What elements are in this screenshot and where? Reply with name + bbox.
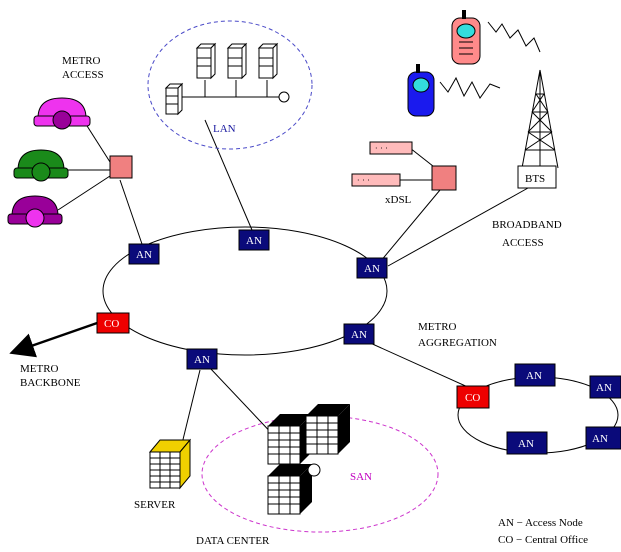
bts-box — [517, 165, 557, 189]
link-xdslbox-an — [379, 189, 441, 263]
radio-signal-2 — [439, 76, 501, 99]
svg-text:AN: AN — [136, 249, 152, 261]
an-node-top: AN — [238, 229, 270, 251]
svg-text:CO: CO — [104, 318, 119, 330]
an-node-right: AN — [356, 257, 388, 279]
legend-co: CO − Central Office — [498, 534, 588, 546]
mobile-phone-blue — [407, 64, 435, 117]
legend-an: AN − Access Node — [498, 517, 583, 529]
an-node-agg-right-top: AN — [589, 375, 621, 399]
san-ellipse — [201, 415, 439, 533]
storage-unit-2 — [305, 404, 350, 455]
mobile-phone-pink — [451, 10, 481, 65]
phone-magenta — [33, 97, 91, 130]
metro-aggregation-label-1: METRO — [418, 321, 457, 333]
an-node-bottom-right: AN — [343, 323, 375, 345]
link-an-san — [209, 367, 279, 441]
svg-text:AN: AN — [194, 354, 210, 366]
metro-ring — [102, 226, 388, 356]
lan-host-1 — [195, 42, 217, 80]
phone-green — [13, 149, 69, 182]
svg-text:AN: AN — [526, 370, 542, 382]
link-accessbox-an — [119, 179, 143, 245]
svg-text:AN: AN — [246, 235, 262, 247]
xdsl-modem-2: · · · — [351, 173, 401, 187]
lan-gateway — [164, 82, 184, 116]
xdsl-access-box — [431, 165, 457, 191]
lan-terminator — [278, 91, 290, 103]
metro-access-box — [109, 155, 133, 179]
xdsl-modem-1: · · · — [369, 141, 413, 155]
san-label: SAN — [350, 471, 372, 483]
lan-host-3 — [257, 42, 279, 80]
an-node-agg-bottom: AN — [506, 431, 548, 455]
svg-text:· · ·: · · · — [357, 176, 370, 185]
server-label: SERVER — [134, 499, 176, 511]
an-node-agg-right-bottom: AN — [585, 426, 621, 450]
svg-text:AN: AN — [518, 438, 534, 450]
svg-text:AN: AN — [351, 329, 367, 341]
san-switch — [307, 463, 321, 477]
svg-text:· · ·: · · · — [375, 144, 388, 153]
bts-label: BTS — [525, 173, 545, 185]
link-bts-an — [387, 187, 529, 267]
co-node-aggregation: CO — [456, 385, 490, 409]
storage-unit-3 — [267, 464, 312, 515]
metro-backbone-label-1: METRO — [20, 363, 59, 375]
server-icon — [148, 438, 192, 490]
link-lan-an — [204, 119, 253, 231]
broadband-label-2: ACCESS — [502, 237, 544, 249]
metro-backbone-label-2: BACKBONE — [20, 377, 81, 389]
metro-backbone-arrow — [9, 320, 101, 358]
an-node-agg-top: AN — [514, 363, 556, 387]
link-phone3-accessbox — [57, 175, 111, 211]
xdsl-label: xDSL — [385, 194, 412, 206]
phone-purple — [7, 195, 63, 228]
metro-access-label-1: METRO — [62, 55, 101, 67]
lan-host-2 — [226, 42, 248, 80]
svg-text:AN: AN — [592, 433, 608, 445]
metro-aggregation-label-2: AGGREGATION — [418, 337, 497, 349]
co-node-left: CO — [96, 312, 130, 334]
svg-text:AN: AN — [596, 382, 612, 394]
lan-label: LAN — [213, 123, 236, 135]
an-node-left: AN — [128, 243, 160, 265]
lan-ellipse — [147, 20, 313, 150]
metro-access-label-2: ACCESS — [62, 69, 104, 81]
svg-text:AN: AN — [364, 263, 380, 275]
an-node-bottom: AN — [186, 348, 218, 370]
svg-text:CO: CO — [465, 392, 480, 404]
storage-unit-1 — [267, 414, 312, 465]
broadband-label-1: BROADBAND — [492, 219, 562, 231]
data-center-label: DATA CENTER — [196, 535, 270, 547]
link-an-co-aggregation — [367, 341, 471, 389]
radio-signal-1 — [487, 21, 541, 53]
bts-tower-icon — [521, 69, 559, 169]
